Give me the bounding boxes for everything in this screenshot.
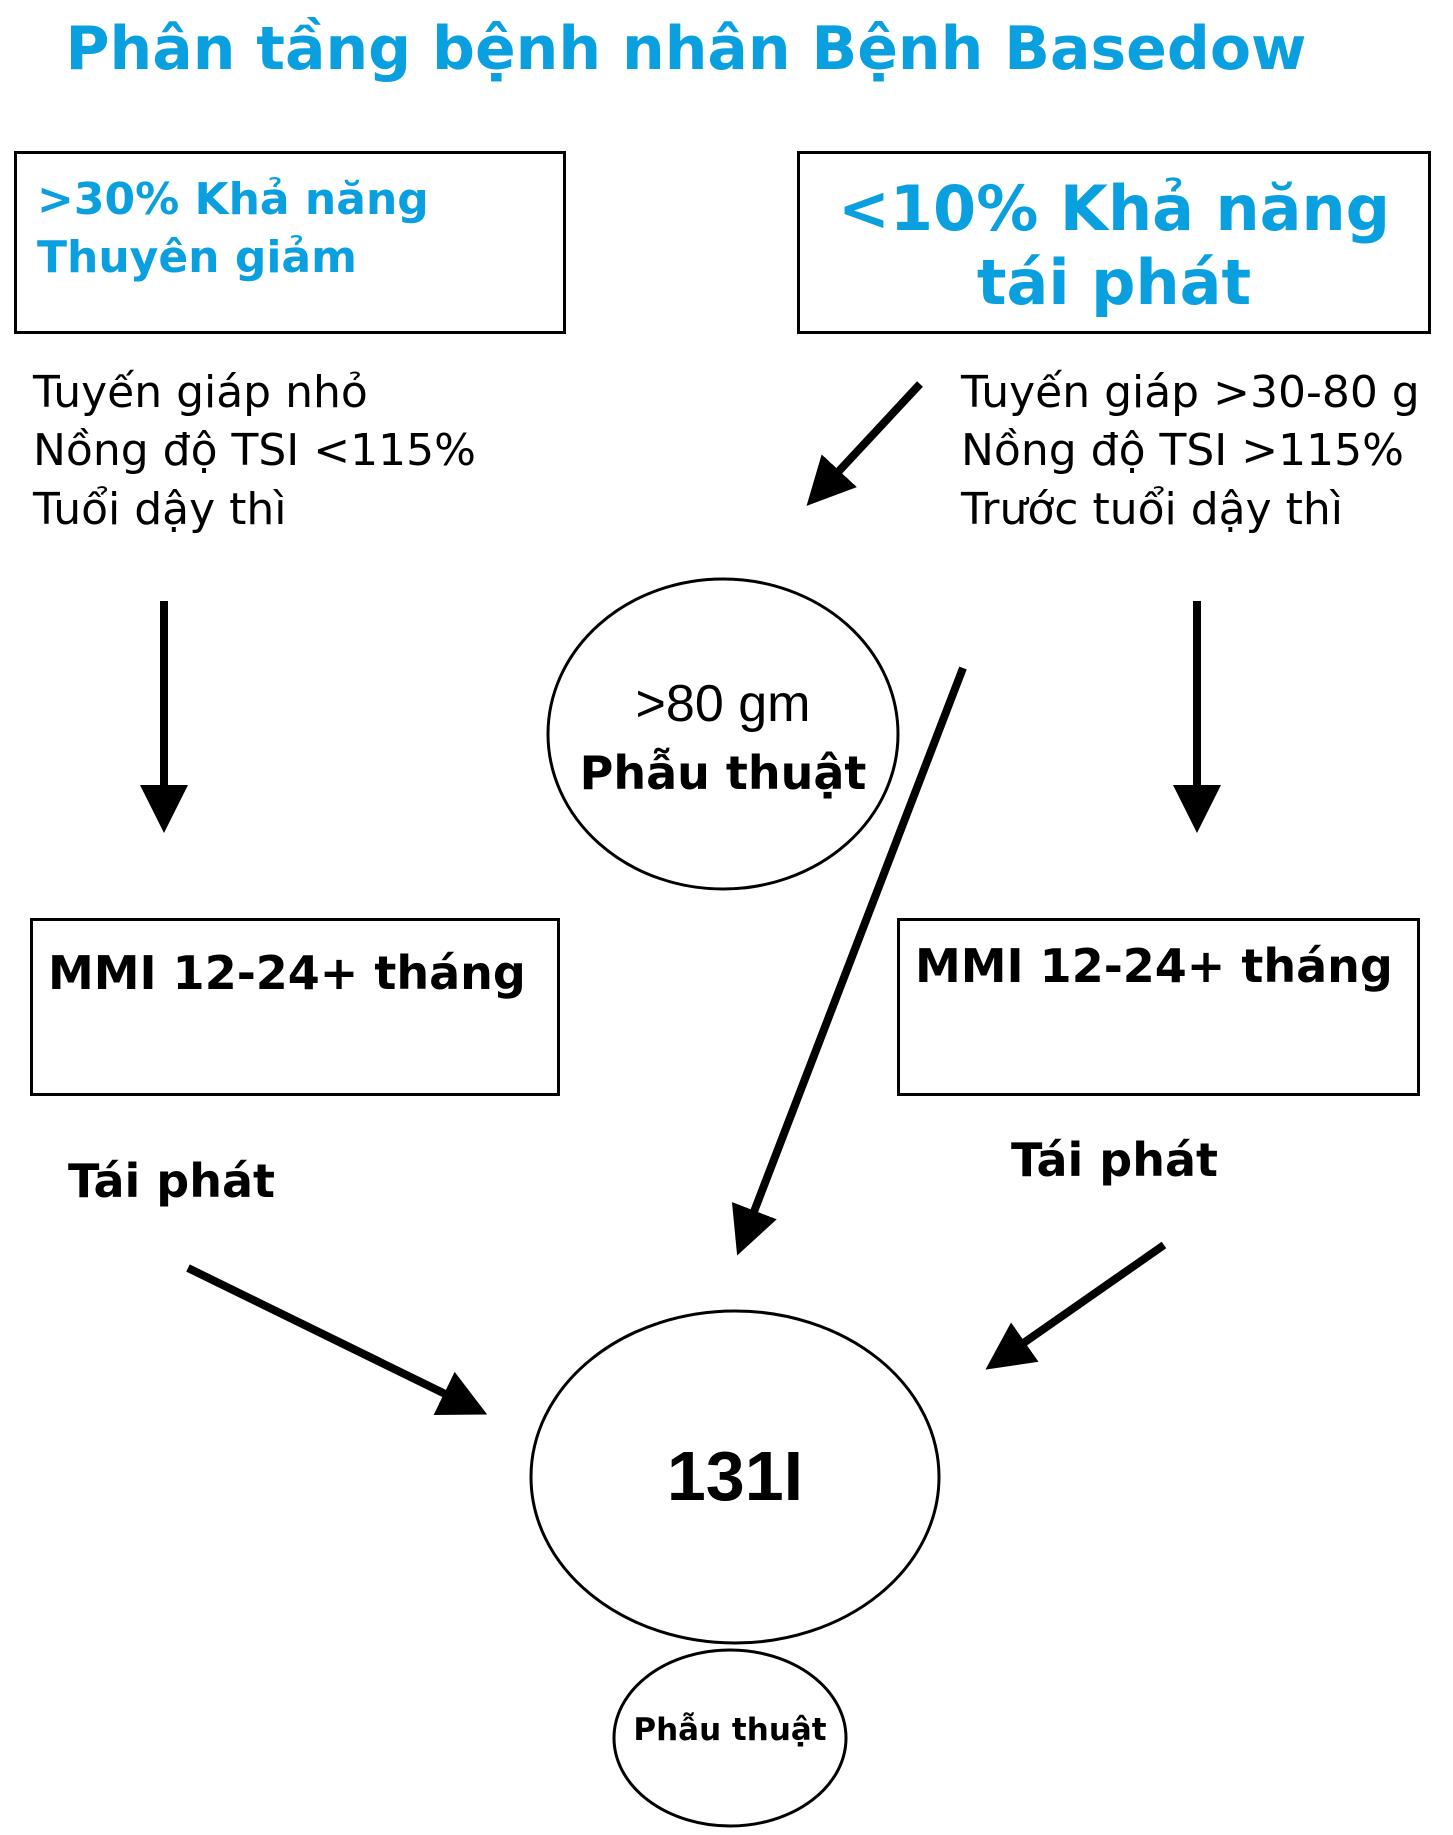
left-criteria-1: Tuyến giáp nhỏ — [33, 367, 368, 418]
left-relapse-label: Tái phát — [68, 1154, 275, 1208]
right-criteria-3: Trước tuổi dậy thì — [961, 484, 1344, 535]
final-surgery-ellipse — [612, 1648, 848, 1828]
arrow-left-relapse-to-131i — [186, 1264, 488, 1415]
right-criteria-2: Nồng độ TSI >115% — [961, 425, 1404, 476]
arrow-long-to-131i — [731, 666, 967, 1256]
right-criteria-1: Tuyến giáp >30-80 g — [961, 367, 1420, 418]
arrow-to-surgery — [806, 381, 923, 506]
final-surgery-label: Phẫu thuật — [633, 1712, 827, 1748]
surgery-node-label: Phẫu thuật — [579, 746, 867, 800]
arrow-right-relapse-to-131i — [985, 1241, 1167, 1370]
left-criteria-2: Nồng độ TSI <115% — [33, 425, 476, 476]
left-treatment-label: MMI 12-24+ tháng — [48, 946, 526, 1000]
right-treatment-box: MMI 12-24+ tháng — [897, 918, 1420, 1096]
iodine-ellipse — [529, 1309, 941, 1645]
page-title: Phân tầng bệnh nhân Bệnh Basedow — [65, 14, 1307, 84]
right-header-box: <10% Khả năng tái phát — [797, 151, 1431, 334]
right-header-line2: tái phát — [976, 246, 1252, 319]
left-header-line2: Thuyên giảm — [37, 232, 357, 283]
left-treatment-box: MMI 12-24+ tháng — [30, 918, 560, 1096]
left-header-line1: >30% Khả năng — [37, 174, 429, 225]
surgery-node-size: >80 gm — [635, 675, 811, 733]
surgery-ellipse — [546, 577, 900, 891]
left-header-box: >30% Khả năng Thuyên giảm — [14, 151, 566, 334]
right-header-line1: <10% Khả năng — [837, 172, 1391, 245]
left-criteria-3: Tuổi dậy thì — [33, 484, 287, 535]
iodine-node-label: 131I — [666, 1437, 804, 1515]
right-treatment-label: MMI 12-24+ tháng — [915, 939, 1393, 993]
right-relapse-label: Tái phát — [1011, 1133, 1218, 1187]
